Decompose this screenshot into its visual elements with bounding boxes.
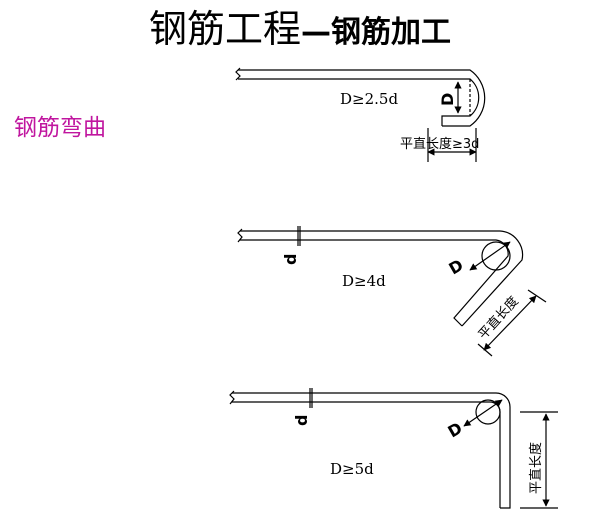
title-sub: —钢筋加工	[301, 15, 451, 50]
hook-90-diameter-label: D	[445, 418, 466, 441]
bar-outline	[240, 230, 524, 327]
section-subtitle: 钢筋弯曲	[14, 115, 106, 141]
hook-135-diagram	[237, 226, 547, 357]
hook-135-diameter-label: D	[446, 255, 467, 278]
hook-90-diagram	[229, 388, 558, 509]
hook-180-rule: D≥2.5d	[340, 90, 398, 108]
page-title: 钢筋工程—钢筋加工	[0, 6, 600, 60]
hook-90-bar-d: d	[292, 415, 311, 426]
hook-90-rule: D≥5d	[330, 460, 374, 478]
hook-180-diagram	[235, 67, 486, 162]
bar-outline	[232, 392, 511, 509]
hook-90-straight-length: 平直长度	[528, 442, 544, 494]
hook-180-straight-length: 平直长度≥3d	[400, 136, 479, 152]
bar-inline	[232, 401, 501, 508]
title-main: 钢筋工程	[148, 7, 301, 51]
hook-135-bar-d: d	[281, 254, 300, 265]
hook-135-rule: D≥4d	[342, 272, 386, 290]
bar-outline	[238, 69, 486, 127]
hook-180-diameter-label: D	[438, 93, 457, 106]
